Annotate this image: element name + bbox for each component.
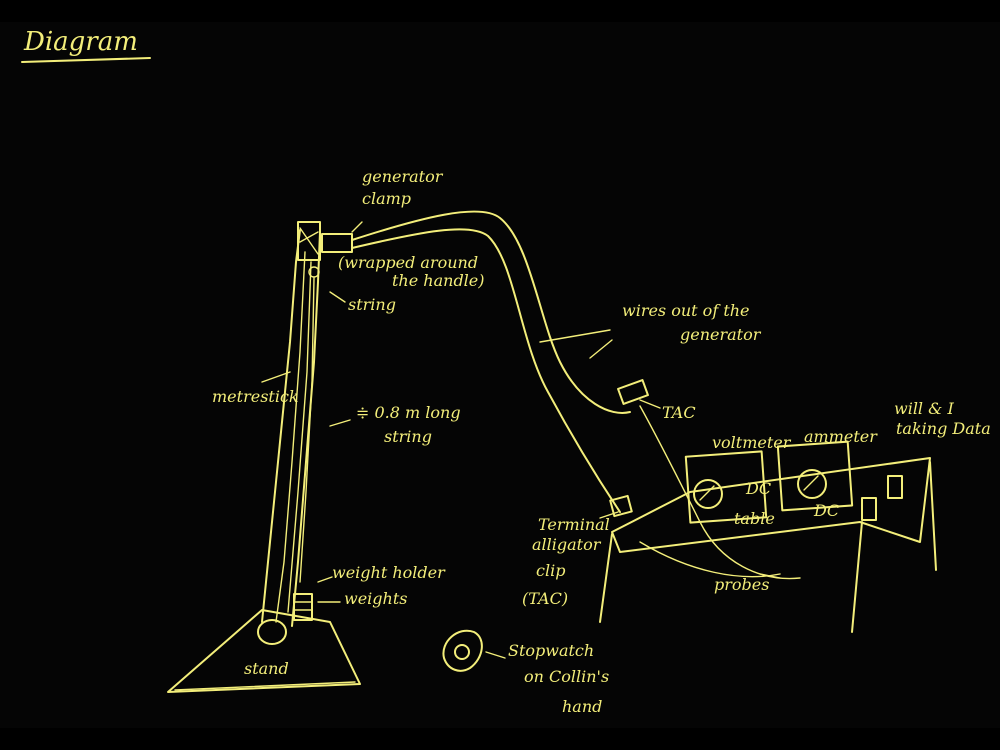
label-stopwatch-2: on Collin's — [524, 667, 609, 686]
tac-upper — [618, 380, 648, 404]
label-terminal-2: alligator — [532, 535, 602, 554]
label-stopwatch-1: Stopwatch — [508, 641, 594, 660]
label-stopwatch-3: hand — [562, 697, 602, 716]
leader-generator — [352, 222, 362, 232]
metrestick-right-edge — [292, 232, 320, 626]
person-will — [862, 498, 876, 520]
person-me — [888, 476, 902, 498]
title-underline — [22, 58, 150, 62]
leader-tac — [640, 400, 660, 408]
label-wires-2: generator — [680, 325, 762, 344]
label-string: string — [348, 295, 396, 314]
label-voltmeter: voltmeter — [712, 433, 792, 452]
label-length-1: ≑ 0.8 m long — [356, 403, 461, 422]
label-generator: generator — [362, 167, 444, 186]
table-leg-3 — [930, 462, 936, 570]
label-dc-1: DC — [745, 479, 771, 498]
label-metrestick: metrestick — [212, 387, 299, 406]
label-stand: stand — [244, 659, 289, 678]
stopwatch-hand — [443, 631, 481, 671]
diagram-sheet: Diagram — [0, 22, 1000, 728]
leader-stopwatch — [486, 652, 505, 658]
label-weight-holder: weight holder — [332, 563, 446, 582]
voltmeter-needle — [700, 486, 714, 500]
label-dc-2: DC — [813, 501, 839, 520]
label-will-1: will & I — [894, 399, 954, 418]
label-length-2: string — [384, 427, 432, 446]
label-table: table — [734, 509, 775, 528]
leader-length — [330, 420, 350, 426]
diagram-title: Diagram — [23, 27, 138, 57]
ammeter-needle — [804, 476, 818, 490]
leader-wires — [540, 330, 612, 358]
label-probes: probes — [714, 575, 769, 594]
apparatus-sketch: Diagram — [0, 22, 1000, 728]
voltmeter-dial — [694, 480, 722, 508]
label-terminal-4: (TAC) — [522, 589, 568, 608]
label-wrapped-1: (wrapped around — [338, 253, 478, 272]
stopwatch-icon — [455, 645, 469, 659]
label-wires-1: wires out of the — [622, 301, 750, 320]
clamp — [322, 234, 352, 252]
label-ammeter: ammeter — [804, 427, 878, 446]
table-leg-1 — [600, 534, 612, 622]
weight-discs — [294, 602, 312, 610]
label-will-2: taking Data — [896, 419, 991, 438]
label-clamp: clamp — [362, 189, 411, 208]
table-leg-2 — [852, 522, 862, 632]
label-wrapped-2: the handle) — [392, 271, 485, 290]
label-terminal-3: clip — [536, 561, 565, 580]
metrestick-foot — [258, 620, 286, 644]
label-tac: TAC — [662, 403, 696, 422]
tac-wire — [640, 406, 700, 522]
label-weights: weights — [344, 589, 407, 608]
leader-string — [330, 292, 345, 302]
table-top — [612, 458, 930, 552]
clamp-hatch — [300, 228, 318, 254]
label-terminal-1: Terminal — [538, 515, 610, 534]
